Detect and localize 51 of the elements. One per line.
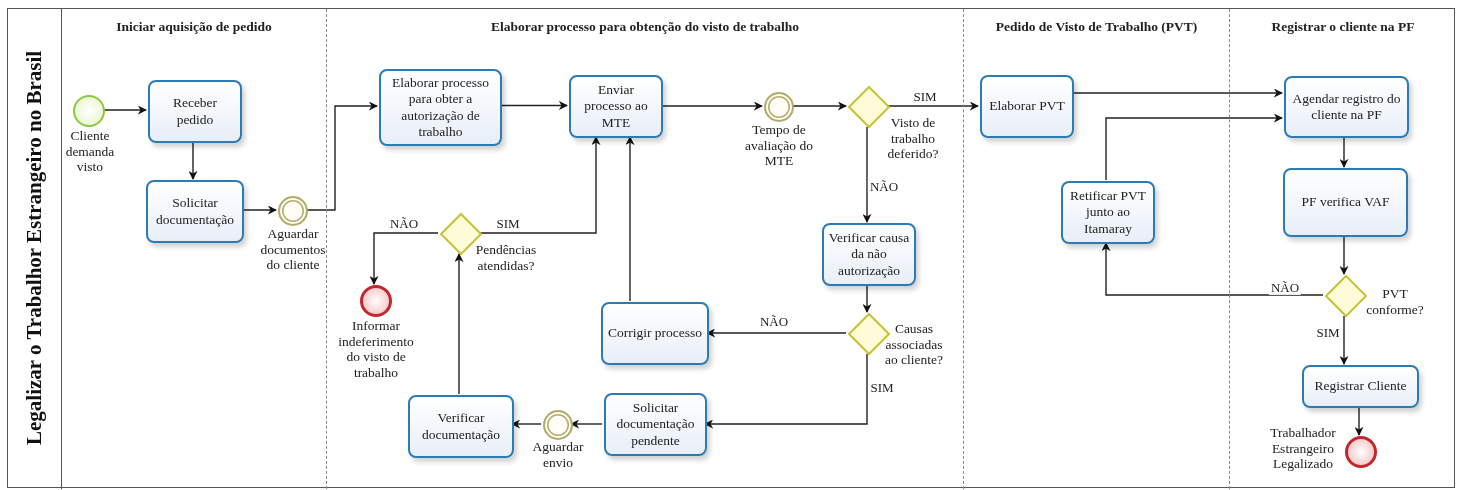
task-box: Receber pedido (148, 80, 242, 143)
start-event-circle (73, 95, 105, 127)
intermediate-event-circle (543, 410, 573, 440)
task-box: Solicitar documentação (146, 180, 244, 243)
task-box: PF verifica VAF (1283, 168, 1408, 237)
task-box: Solicitar documentação pendente (604, 393, 707, 456)
task-box: Retificar PVT junto ao Itamaray (1061, 181, 1155, 244)
arrow (1339, 136, 1349, 168)
lane-heading: Pedido de Visto de Trabalho (PVT) (994, 19, 1199, 35)
arrow (1101, 242, 1324, 296)
task-box: Agendar registro do cliente na PF (1284, 76, 1409, 138)
task-box: Elaborar PVT (980, 75, 1074, 138)
arrow (454, 253, 464, 395)
event-label: Aguardar envio (531, 439, 585, 471)
event-label: Cliente demanda visto (64, 128, 116, 175)
arrow (479, 136, 601, 234)
task-box: Registrar Cliente (1302, 365, 1419, 408)
event-label: Causas associadas ao cliente? (883, 321, 945, 368)
arrow (369, 232, 439, 285)
task-box: Verificar documentação (408, 395, 514, 458)
intermediate-event-circle (764, 92, 794, 122)
arrow (1105, 113, 1283, 181)
event-label: Informar indeferimento do visto de trabalho (337, 318, 415, 381)
arrow (1339, 235, 1349, 275)
event-label: Pendências atendidas? (474, 242, 538, 274)
lane-heading: Elaborar processo para obtenção do visto de trabalho (489, 19, 801, 35)
arrow (862, 284, 872, 313)
event-label: Visto de trabalho deferido? (886, 115, 940, 162)
event-label: PVT conforme? (1365, 286, 1425, 318)
arrow (1339, 315, 1349, 365)
arrow (862, 126, 872, 223)
pool-border (7, 8, 1455, 488)
lane-heading: Iniciar aquisição de pedido (115, 19, 273, 35)
event-label: Tempo de avaliação do MTE (744, 122, 814, 169)
intermediate-event-circle (278, 196, 308, 226)
arrow (625, 136, 635, 302)
task-box: Corrigir processo (601, 302, 709, 365)
task-box: Elaborar processo para obter a autorização de trabalho (379, 69, 502, 146)
task-box: Enviar processo ao MTE (569, 75, 663, 138)
lane-heading: Registrar o cliente na PF (1270, 19, 1416, 35)
task-box: Verificar causa da não autorização (822, 223, 916, 286)
edge-label: NÃO (1268, 280, 1302, 296)
end-event-circle (1345, 436, 1377, 468)
pool-title: Legalizar o Trabalhor Estrangeiro no Brasil (21, 49, 47, 448)
arrow (1354, 406, 1364, 436)
event-label: Trabalhador Estrangeiro Legalizado (1269, 425, 1337, 472)
end-event-circle (360, 285, 392, 317)
arrow (887, 101, 979, 111)
event-label: Aguardar documentos do cliente (259, 226, 327, 273)
lane-divider (61, 9, 326, 489)
arrow (188, 141, 198, 180)
